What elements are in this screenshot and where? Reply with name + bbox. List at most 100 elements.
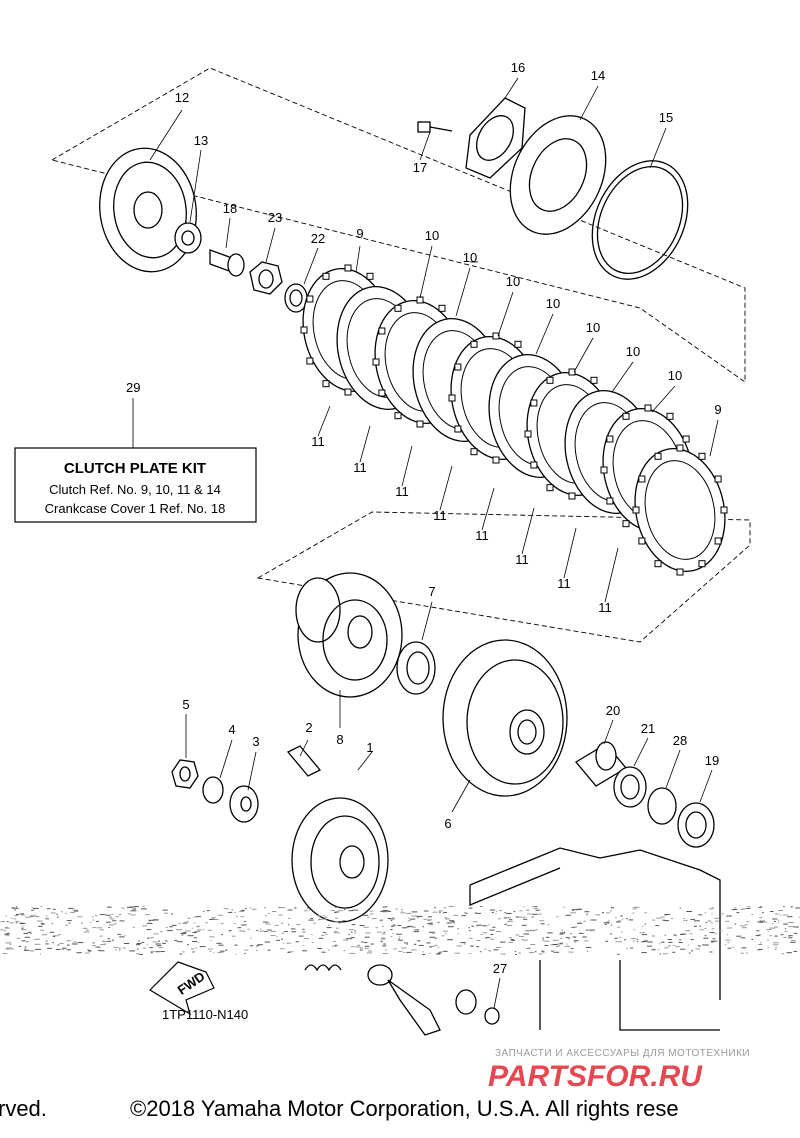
callout-leader (573, 337, 594, 373)
callout-1: 1 (366, 740, 373, 755)
callout-11: 11 (433, 508, 447, 523)
callout-9: 9 (714, 402, 721, 417)
kit-line-1: Clutch Ref. No. 9, 10, 11 & 14 (49, 482, 221, 497)
callout-18: 18 (223, 201, 237, 216)
clutch-plate-kit-box: 29 CLUTCH PLATE KIT Clutch Ref. No. 9, 1… (14, 380, 257, 523)
callout-leader (455, 267, 471, 317)
callout-leader (149, 109, 183, 161)
primary-driven-gear-part (295, 572, 403, 698)
callout-labels: 1234567899101010101010101011111111111111… (149, 60, 722, 1009)
diagram-code: 1TP1110-N140 (162, 1007, 248, 1022)
callout-leader (579, 85, 599, 121)
callout-11: 11 (395, 484, 409, 499)
lock-washer-part (284, 283, 308, 313)
callout-leader (633, 737, 649, 767)
callout-leader (603, 719, 614, 745)
watermark-tagline: ЗАПЧАСТИ И АКСЕССУАРЫ ДЛЯ МОТОТЕХНИКИ (495, 1048, 750, 1059)
key-part (286, 745, 322, 777)
callout-9: 9 (356, 226, 363, 241)
callout-leader (303, 247, 319, 285)
callout-22: 22 (311, 231, 325, 246)
callout-leader (189, 149, 202, 223)
callout-leader (493, 977, 501, 1009)
crankcase-fragment (469, 847, 721, 1031)
bearing-part (613, 766, 647, 808)
copyright-notice: ©2018 Yamaha Motor Corporation, U.S.A. A… (130, 1096, 679, 1121)
scan-noise-band (0, 906, 800, 955)
callout-3: 3 (252, 734, 259, 749)
lock-washer-small-part (202, 776, 224, 804)
callout-leader (419, 131, 431, 161)
callout-leader (317, 405, 331, 437)
shift-arm-part (367, 964, 441, 1036)
callout-leader (504, 77, 519, 99)
callout-15: 15 (659, 110, 673, 125)
callout-16: 16 (511, 60, 525, 75)
fwd-arrow-icon: FWD (149, 961, 215, 1016)
callout-leader (649, 127, 667, 169)
oil-seal-part (455, 989, 477, 1015)
callout-leader (451, 779, 471, 813)
kit-line-2: Crankcase Cover 1 Ref. No. 18 (45, 501, 226, 516)
clutch-plate-stack (300, 264, 728, 576)
upper-assembly-frame (50, 67, 746, 383)
callout-leader (611, 361, 634, 393)
spacer-part (575, 741, 627, 787)
thrust-washer-part (396, 641, 436, 695)
nut-part (171, 759, 199, 789)
callout-leader (265, 227, 276, 263)
callout-leader (225, 217, 231, 249)
callout-17: 17 (413, 160, 427, 175)
callout-leader (421, 601, 433, 641)
spring-part (647, 787, 677, 825)
copyright-left-fragment: rved. (0, 1096, 47, 1121)
callout-10: 10 (506, 274, 520, 289)
callout-leader (481, 487, 495, 531)
clutch-boss-part (442, 639, 568, 797)
callout-4: 4 (228, 722, 235, 737)
callout-leader (299, 739, 309, 757)
callout-12: 12 (175, 90, 189, 105)
middle-assembly-frame (256, 511, 751, 643)
wire-ring-part (591, 160, 689, 280)
callout-20: 20 (606, 703, 620, 718)
callout-leader (665, 749, 681, 789)
callout-leader (439, 465, 453, 511)
callout-10: 10 (586, 320, 600, 335)
watermark-brand: PARTSFOR.RU (488, 1060, 703, 1093)
return-spring-part (304, 964, 342, 972)
bolt-part (417, 121, 453, 133)
callout-11: 11 (598, 600, 612, 615)
callout-19: 19 (705, 753, 719, 768)
callout-27: 27 (493, 961, 507, 976)
callout-28: 28 (673, 733, 687, 748)
clutch-plate-10 (632, 444, 728, 576)
callout-14: 14 (591, 68, 605, 83)
callout-leader (357, 751, 373, 771)
callout-leader (497, 291, 514, 337)
kit-title: CLUTCH PLATE KIT (64, 460, 206, 477)
callout-5: 5 (182, 697, 189, 712)
callout-10: 10 (626, 344, 640, 359)
callout-8: 8 (336, 732, 343, 747)
callout-leader (709, 419, 719, 457)
callout-leader (604, 547, 619, 603)
collar-part (677, 802, 715, 848)
callout-11: 11 (353, 460, 367, 475)
callout-21: 21 (641, 721, 655, 736)
callout-11: 11 (515, 552, 529, 567)
circlip-part (484, 1007, 500, 1025)
callout-leader (247, 751, 257, 791)
lock-nut-part (249, 261, 283, 295)
callout-10: 10 (546, 296, 560, 311)
callout-leader (401, 445, 413, 487)
pressure-plate-part (99, 147, 202, 273)
callout-23: 23 (268, 210, 282, 225)
callout-2: 2 (305, 720, 312, 735)
callout-leader (563, 527, 577, 579)
kit-ref-number: 29 (126, 380, 140, 395)
callout-leader (521, 507, 535, 555)
callout-leader (355, 245, 361, 273)
callout-leader (699, 769, 713, 803)
